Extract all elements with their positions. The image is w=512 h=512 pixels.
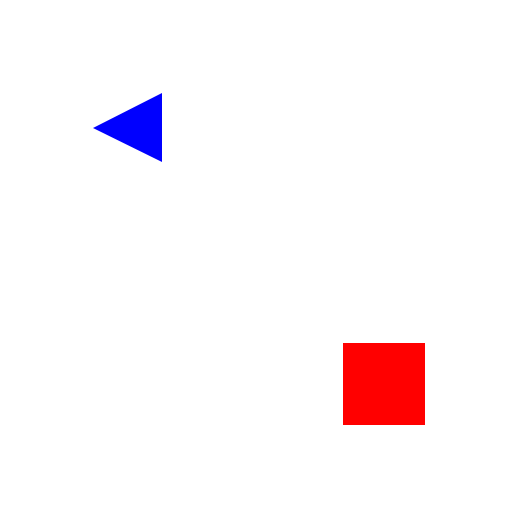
red-square bbox=[343, 343, 425, 425]
blue-triangle bbox=[93, 93, 162, 162]
